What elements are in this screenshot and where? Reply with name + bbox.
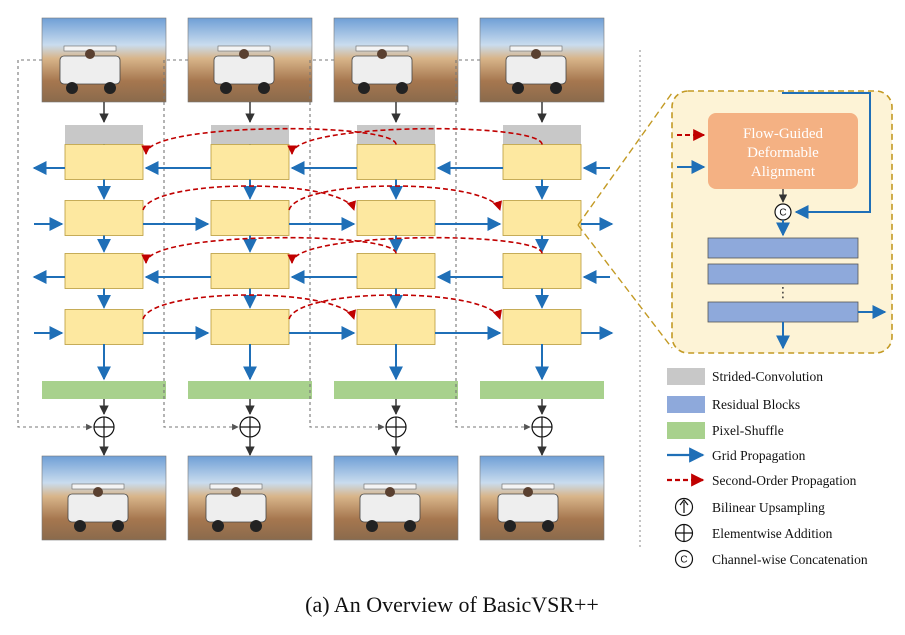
input-frame-3-wheel-back <box>396 82 408 94</box>
input-frame-3-wheel-front <box>358 82 370 94</box>
propagation-box-r4-c1 <box>64 309 144 345</box>
strided-conv-4 <box>503 125 581 144</box>
input-frame-2-wheel-back <box>258 82 270 94</box>
second-order-arc-r3-3 <box>287 236 543 264</box>
propagation-box-r2-c2 <box>210 200 290 236</box>
propagation-box-r3-c3 <box>356 253 436 289</box>
output-frame-3-cart-body <box>359 493 421 523</box>
input-frame-4-passenger <box>531 49 541 59</box>
strided-conv-1 <box>65 125 143 144</box>
propagation-box-r1-c4 <box>502 144 582 180</box>
propagation-box-r2-c4 <box>502 200 582 236</box>
upsample-icon <box>674 497 694 517</box>
pixel-shuffle-3 <box>334 381 458 399</box>
legend-upsampling-label: Bilinear Upsampling <box>712 500 825 515</box>
upsample-skip-3 <box>309 59 385 431</box>
output-frame-4-passenger <box>523 487 533 497</box>
second-order-arc-r1-2 <box>141 127 397 155</box>
input-frame-3-cart-body <box>351 55 413 85</box>
residual-ellipsis: ⋮ <box>776 285 790 301</box>
zoom-guide-top <box>577 92 673 226</box>
residual-block-2 <box>707 263 859 285</box>
residual-block-n <box>707 301 859 323</box>
upsample-skip-1 <box>17 59 93 431</box>
output-frame-4-wheel-back <box>542 520 554 532</box>
addition-icon <box>674 523 694 543</box>
legend-strided-label: Strided-Convolution <box>712 369 823 384</box>
pixel-shuffle-2 <box>188 381 312 399</box>
input-frame-4-cart-body <box>505 55 567 85</box>
output-frame-1-cart-body <box>67 493 129 523</box>
input-frame-2-cart-body <box>213 55 275 85</box>
legend-concat-label: Channel-wise Concatenation <box>712 552 868 567</box>
second-order-arc-r3-2 <box>141 236 397 264</box>
output-frame-2-wheel-back <box>250 520 262 532</box>
output-frame-3-wheel-back <box>404 520 416 532</box>
strided-conv-2 <box>211 125 289 144</box>
concat-icon-letter: C <box>680 555 687 566</box>
upsample-skip-2 <box>163 59 239 431</box>
output-frame-4-cart-body <box>497 493 559 523</box>
propagation-box-r1-c1 <box>64 144 144 180</box>
input-frame-1-cart-body <box>59 55 121 85</box>
upsample-skip-4 <box>455 59 531 431</box>
input-frame-1-passenger <box>85 49 95 59</box>
output-frame-4-wheel-front <box>504 520 516 532</box>
concat-symbol-letter: C <box>779 208 786 219</box>
second-order-arc-r2-1 <box>288 185 502 211</box>
output-frame-3-passenger <box>385 487 395 497</box>
input-frame-3-passenger <box>377 49 387 59</box>
input-frame-1-wheel-back <box>104 82 116 94</box>
output-frame-1-wheel-back <box>112 520 124 532</box>
propagation-box-r2-c3 <box>356 200 436 236</box>
input-frame-2-wheel-front <box>220 82 232 94</box>
second-order-arc-r4-0 <box>142 294 356 320</box>
residual-block-1 <box>707 237 859 259</box>
output-frame-1-wheel-front <box>74 520 86 532</box>
input-frame-2-passenger <box>239 49 249 59</box>
propagation-box-r1-c2 <box>210 144 290 180</box>
output-frame-3-wheel-front <box>366 520 378 532</box>
propagation-box-r3-c2 <box>210 253 290 289</box>
legend-grid-label: Grid Propagation <box>712 448 806 463</box>
legend-pixel-shuffle-swatch <box>667 422 705 439</box>
propagation-box-r4-c3 <box>356 309 436 345</box>
propagation-module-detail: Flow-Guided Deformable Alignment C ⋮ <box>671 90 893 354</box>
propagation-box-r3-c1 <box>64 253 144 289</box>
propagation-box-r4-c2 <box>210 309 290 345</box>
pixel-shuffle-4 <box>480 381 604 399</box>
propagation-box-r1-c3 <box>356 144 436 180</box>
legend-residual-swatch <box>667 396 705 413</box>
output-frame-1-passenger <box>93 487 103 497</box>
propagation-box-r4-c4 <box>502 309 582 345</box>
flow-guided-deformable-alignment-box <box>708 113 858 189</box>
strided-conv-3 <box>357 125 435 144</box>
second-order-arc-r1-3 <box>287 127 543 155</box>
input-frame-4-wheel-back <box>550 82 562 94</box>
legend: Strided-Convolution Residual Blocks Pixe… <box>667 368 868 569</box>
legend-second-order-label: Second-Order Propagation <box>712 473 857 488</box>
legend-residual-label: Residual Blocks <box>712 397 800 412</box>
concat-icon <box>674 549 694 569</box>
propagation-box-r2-c1 <box>64 200 144 236</box>
fga-label-line2: Deformable <box>747 145 819 161</box>
feature-skip-arrow <box>782 92 871 219</box>
output-frame-2-passenger <box>231 487 241 497</box>
propagation-box-r3-c4 <box>502 253 582 289</box>
output-frame-2-wheel-front <box>212 520 224 532</box>
input-frame-4-wheel-front <box>512 82 524 94</box>
input-frame-1-wheel-front <box>66 82 78 94</box>
output-frame-2-cart-body <box>205 493 267 523</box>
fga-label-line1: Flow-Guided <box>743 126 823 142</box>
second-order-arc-r4-1 <box>288 294 502 320</box>
legend-strided-swatch <box>667 368 705 385</box>
legend-addition-label: Elementwise Addition <box>712 526 833 541</box>
second-order-arc-r2-0 <box>142 185 356 211</box>
legend-pixel-shuffle-label: Pixel-Shuffle <box>712 423 784 438</box>
figure-caption: (a) An Overview of BasicVSR++ <box>305 592 599 617</box>
fga-label-line3: Alignment <box>751 164 816 180</box>
zoom-guide-bottom <box>577 224 673 349</box>
pixel-shuffle-1 <box>42 381 166 399</box>
